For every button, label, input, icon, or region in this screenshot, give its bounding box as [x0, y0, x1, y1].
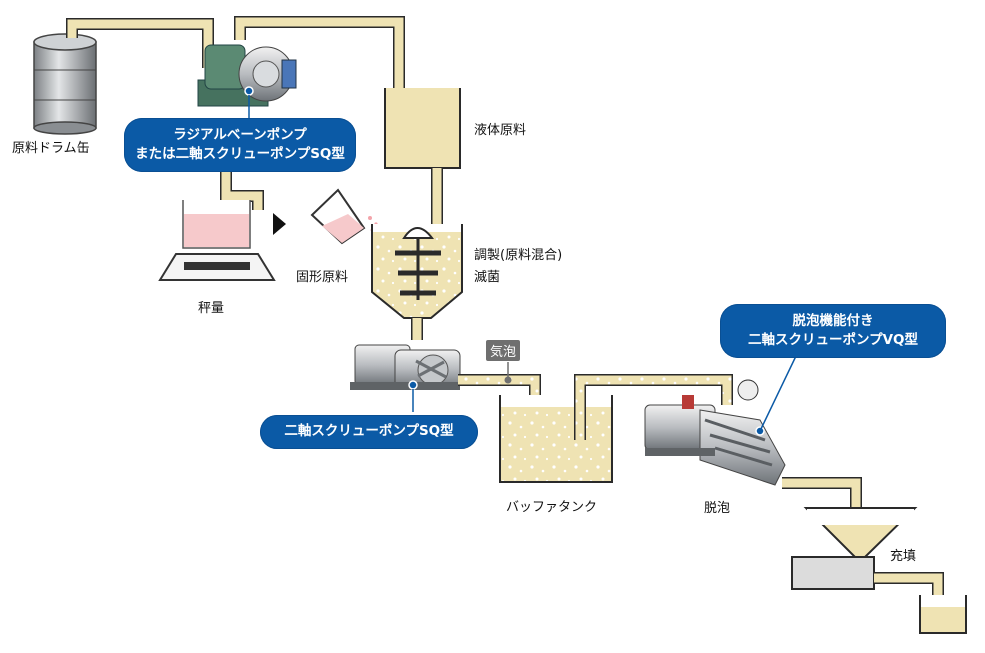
- mixing-tank-icon: [371, 224, 463, 340]
- buffer-tank-icon: [499, 395, 613, 483]
- label-solid: 固形原料: [296, 270, 349, 285]
- pipe-to-fill: [782, 477, 862, 512]
- label-prep-line1: 調製(原料混合): [474, 248, 563, 263]
- callout-vq-pump-line2: 二軸スクリューポンプVQ型: [747, 332, 919, 348]
- drum-icon: [33, 33, 97, 135]
- label-defoam: 脱泡: [704, 501, 731, 516]
- radial-vane-pump-icon: [197, 44, 297, 118]
- bubble-tag: 気泡: [486, 340, 521, 361]
- callout-sq-pump-line: 二軸スクリューポンプSQ型: [284, 423, 454, 439]
- label-prep-line2: 滅菌: [474, 270, 501, 285]
- filling-machine-icon: [791, 507, 967, 634]
- callout-vq-pump: 脱泡機能付き 二軸スクリューポンプVQ型: [720, 304, 946, 358]
- label-buffer: バッファタンク: [506, 500, 598, 515]
- label-prep: 調製(原料混合) 滅菌: [474, 245, 562, 289]
- twin-screw-pump-vq-icon: [644, 355, 797, 486]
- pipe-to-defoam: [574, 374, 733, 440]
- liquid-tank-icon: [384, 88, 461, 232]
- label-weigh: 秤量: [198, 301, 225, 316]
- solid-material-icon: [310, 188, 378, 245]
- label-drum: 原料ドラム缶: [12, 141, 90, 156]
- arrow-right-icon: [273, 213, 286, 235]
- callout-top-pump: ラジアルベーンポンプ または二軸スクリューポンプSQ型: [124, 118, 356, 172]
- callout-sq-pump: 二軸スクリューポンプSQ型: [260, 415, 478, 449]
- label-liquid: 液体原料: [474, 123, 527, 138]
- callout-vq-pump-line1: 脱泡機能付き: [792, 313, 874, 329]
- twin-screw-pump-sq-icon: [350, 344, 461, 412]
- callout-top-pump-line2: または二軸スクリューポンプSQ型: [135, 146, 345, 162]
- callout-top-pump-line1: ラジアルベーンポンプ: [173, 127, 307, 143]
- scale-icon: [158, 200, 276, 281]
- label-fill: 充填: [890, 549, 917, 564]
